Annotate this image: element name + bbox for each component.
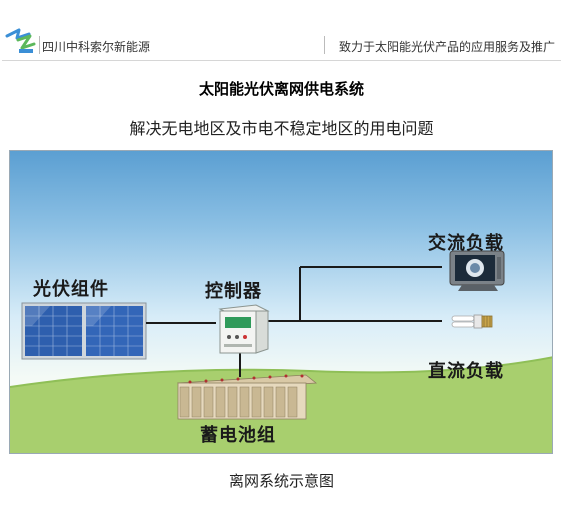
header-separator — [39, 36, 40, 54]
solar-panel-label: 光伏组件 — [33, 279, 109, 300]
page-subtitle: 解决无电地区及市电不稳定地区的用电问题 — [129, 119, 434, 138]
page-title: 太阳能光伏离网供电系统 — [198, 80, 364, 98]
bulb-icon — [451, 314, 493, 329]
header-divider — [2, 60, 561, 61]
page-header: 四川中科索尔新能源 致力于太阳能光伏产品的应用服务及推广 — [0, 0, 563, 61]
company-slogan: 致力于太阳能光伏产品的应用服务及推广 — [338, 40, 555, 54]
company-name: 四川中科索尔新能源 — [42, 40, 151, 54]
battery-bank-label: 蓄电池组 — [200, 425, 276, 446]
controller-label: 控制器 — [205, 281, 262, 302]
wiring-lines — [146, 266, 442, 377]
dc-load-label: 直流负载 — [428, 361, 504, 382]
off-grid-system-diagram: 光伏组件 控制器 交流负载 直流负载 蓄电池组 — [9, 150, 553, 454]
diagram-graphics — [10, 250, 552, 453]
diagram-caption: 离网系统示意图 — [228, 472, 334, 490]
controller-icon — [218, 304, 270, 354]
company-logo-icon — [5, 28, 36, 53]
solar-panel-icon — [21, 302, 147, 360]
battery-bank-icon — [176, 374, 318, 420]
tv-icon — [449, 250, 505, 291]
header-separator — [324, 36, 325, 54]
ac-load-label: 交流负载 — [428, 233, 504, 254]
